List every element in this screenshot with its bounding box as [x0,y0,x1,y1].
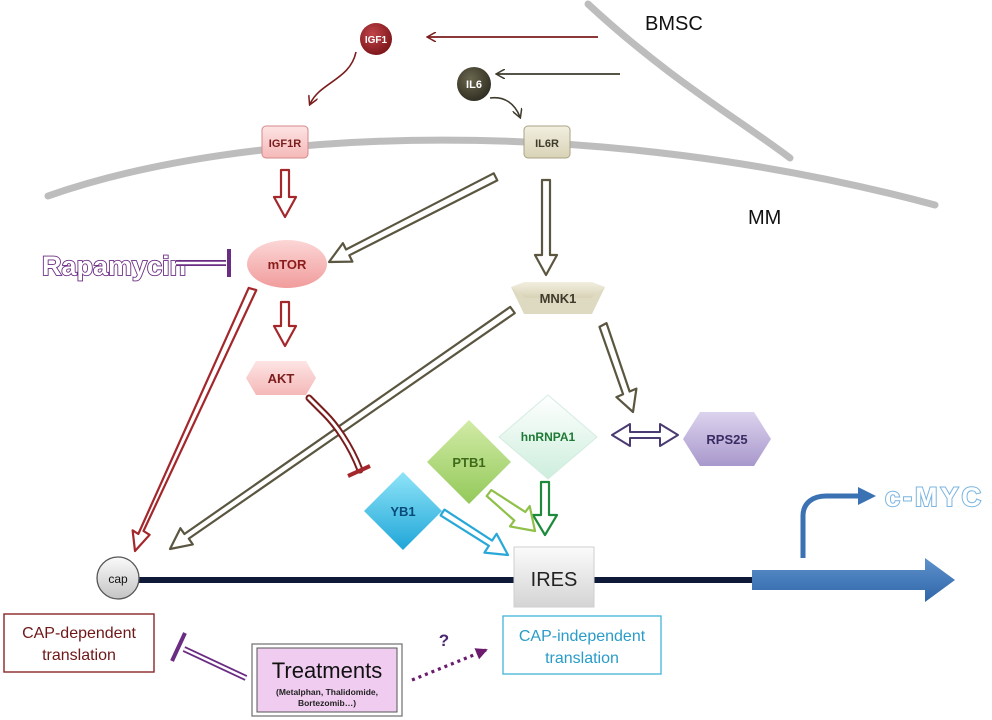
mnk1-label: MNK1 [540,291,577,306]
mnk1-node-base [511,287,605,314]
igf1-label: IGF1 [365,35,388,46]
igf1-to-igf1r-arrow [310,51,357,104]
cap-node [96,556,140,600]
cmyc-transcription-arrow [800,493,860,558]
mtor-to-akt-arrow [272,300,298,348]
cmyc-transcription-arrowhead [858,487,876,505]
igf1r-label: IGF1R [269,138,301,150]
ires-label: IRES [531,569,578,591]
akt-inhibits-yb1-line-inner [307,396,362,472]
igf1-node [360,23,392,55]
ptb1-label: PTB1 [452,455,485,470]
mnk1-node [511,282,605,298]
yb1-label: YB1 [390,504,415,519]
treatments-box-inner [256,647,398,713]
question-mark: ? [439,631,449,650]
ires-node [513,546,595,608]
hnrnpa1-node [498,394,598,480]
mm-membrane [44,136,939,209]
mm-label: MM [748,207,781,229]
il6r-node [523,125,571,159]
hnrnpa1-rps25-double-arrow [611,423,679,447]
ptb1-to-ires-arrow [485,488,537,533]
cmyc-coding-arrow [752,558,955,602]
akt-label: AKT [268,371,295,386]
mtor-to-cap-arrow [131,286,258,553]
treatments-title: Treatments [272,658,382,683]
rapamycin-label: Rapamycin [42,251,186,281]
il6-to-il6r-arrow [489,96,520,117]
il6-label: IL6 [466,79,482,91]
bmsc-label: BMSC [645,13,703,35]
ptb1-node [427,420,511,504]
cmyc-label: c-MYC [885,482,984,512]
treatments-sub-line1: (Metalphan, Thalidomide, [276,687,378,697]
il6r-label: IL6R [535,138,559,150]
cap-independent-box [502,615,662,675]
mnk1-to-hnrnpa1-arrow [598,322,638,414]
rps25-node [683,412,771,466]
mnk1-to-cap-arrow [168,305,516,551]
bmsc-membrane [584,0,794,162]
igf1r-to-mtor-arrow [272,168,298,219]
igf1r-node [261,125,309,159]
rps25-label: RPS25 [706,432,747,447]
akt-node [246,361,316,395]
cap-dependent-line2: translation [42,647,116,664]
akt-yb1-tbar [347,464,371,478]
hnrnpa1-label: hnRNPA1 [521,430,576,444]
treatments-inhibit-line-inner [183,647,247,680]
mtor-node [247,240,327,288]
cap-label: cap [108,572,128,586]
yb1-node [364,472,442,550]
cap-independent-line2: translation [545,650,619,667]
cap-independent-line1: CAP-independent [519,628,646,645]
treatments-sub-line2: Bortezomib…) [298,698,356,708]
hnrnpa1-to-ires-arrow [531,480,559,537]
mtor-label: mTOR [268,257,307,272]
il6-node [457,67,491,101]
treatments-to-cap-independent-arrow [411,648,488,682]
yb1-to-ires-arrow [439,508,510,557]
il6r-to-mtor-arrow [327,172,499,264]
cap-dependent-box [3,613,155,673]
treatments-tbar [170,632,187,662]
cap-dependent-line1: CAP-dependent [22,625,136,642]
il6r-to-mnk1-arrow [533,178,559,277]
